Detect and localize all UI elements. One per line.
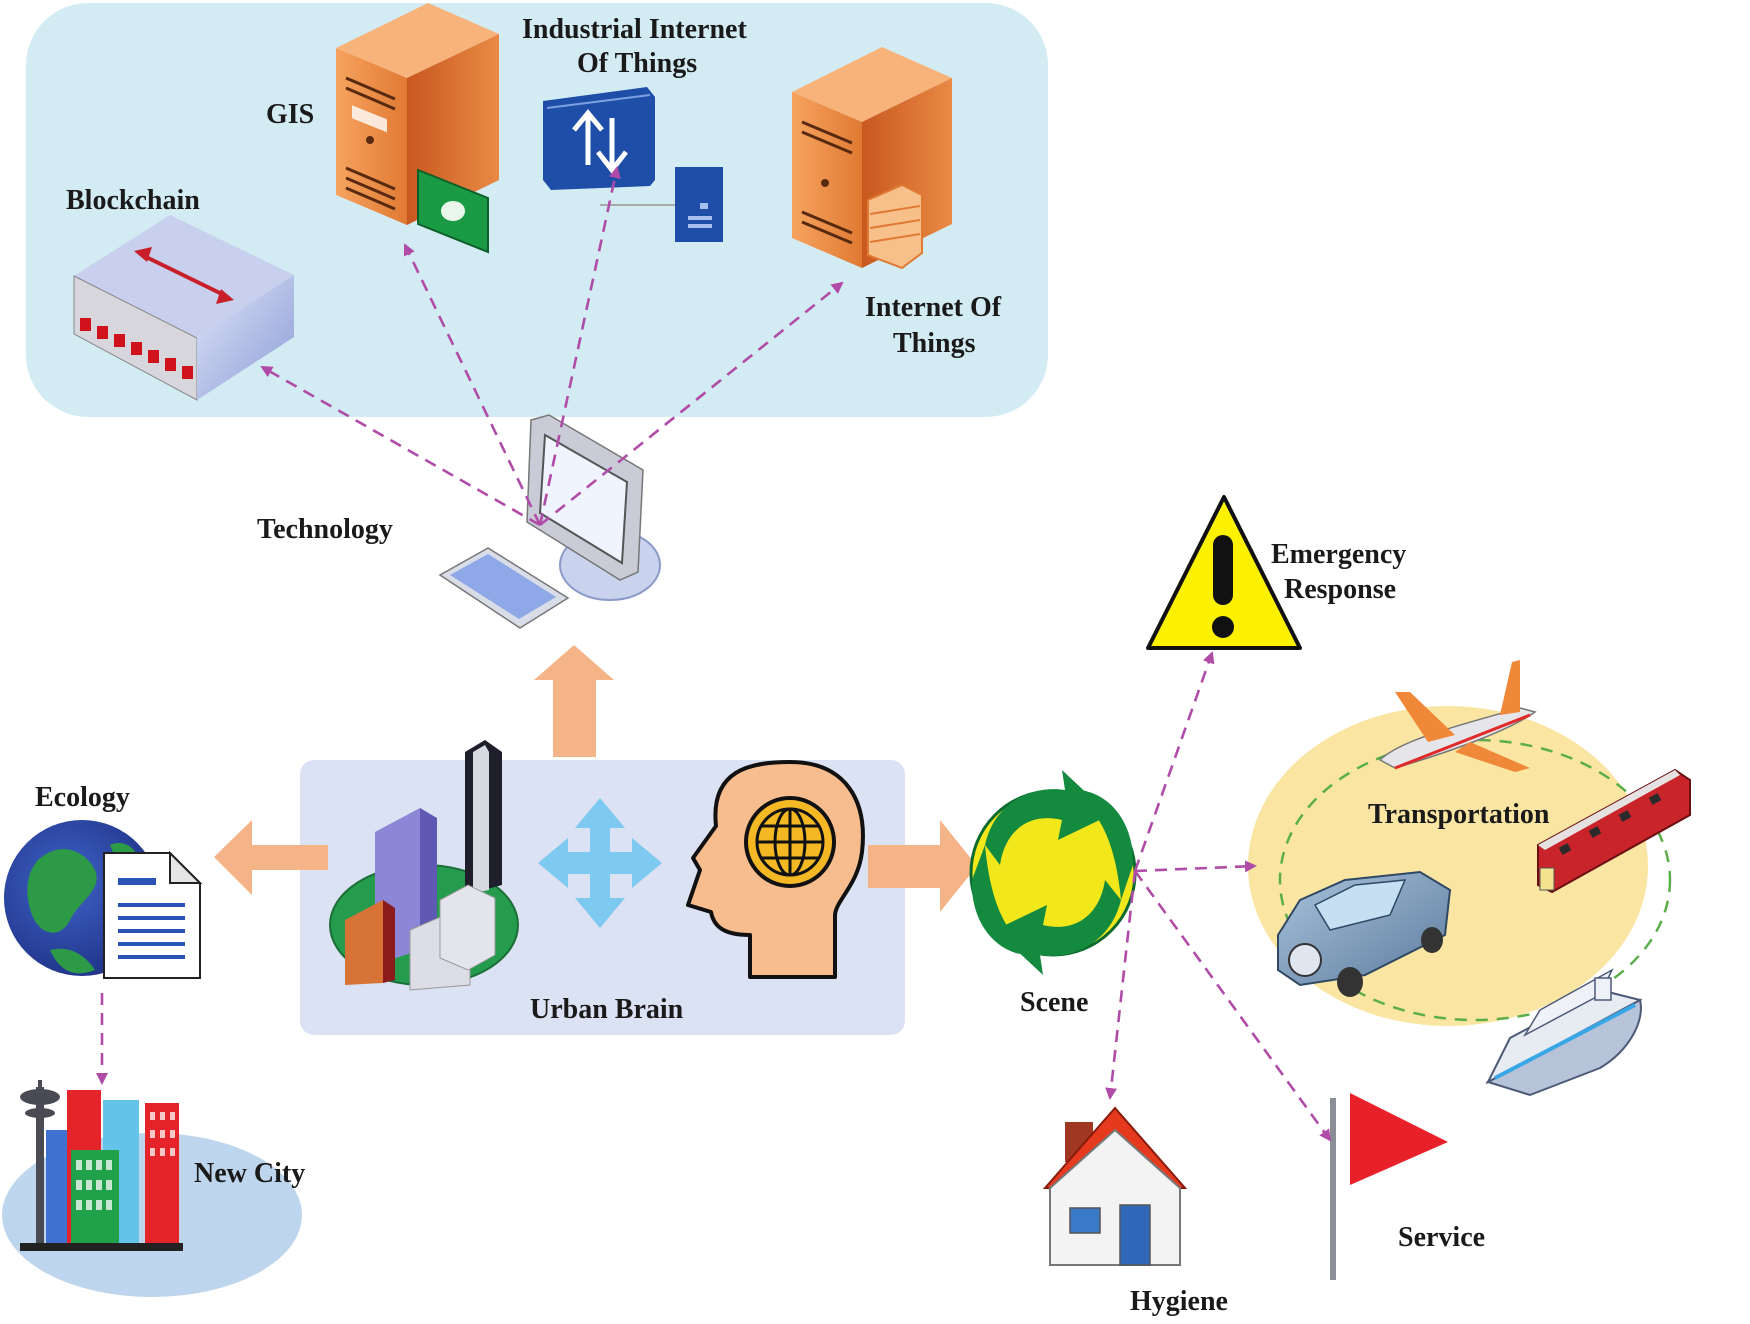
head-globe-icon xyxy=(686,760,865,979)
chain-device-icon xyxy=(73,215,294,401)
label-urban-brain: Urban Brain xyxy=(530,994,684,1025)
tower-icon xyxy=(20,1080,60,1247)
label-blockchain: Blockchain xyxy=(66,185,200,216)
label-iiot-line2: Of Things xyxy=(577,48,697,79)
ship-icon xyxy=(1485,968,1643,1097)
house-icon xyxy=(1042,1106,1188,1266)
block-arrows xyxy=(214,645,977,912)
left-block-arrow xyxy=(214,820,328,895)
label-service: Service xyxy=(1398,1222,1485,1253)
label-transportation: Transportation xyxy=(1368,799,1550,830)
airplane-icon xyxy=(1378,660,1537,772)
label-iot-line1: Internet Of xyxy=(865,292,1002,323)
city-buildings-icon xyxy=(2,1080,302,1297)
label-iiot-line1: Industrial Internet xyxy=(522,14,747,45)
firewall-server-icon xyxy=(792,47,952,270)
label-emergency-line1: Emergency xyxy=(1271,539,1406,570)
keyboard-icon xyxy=(438,547,570,629)
transport-loop xyxy=(1278,738,1672,1022)
label-hygiene: Hygiene xyxy=(1130,1286,1228,1317)
up-block-arrow xyxy=(534,645,614,757)
label-emergency-line2: Response xyxy=(1284,574,1396,605)
computer-icon xyxy=(438,414,661,629)
move-arrows-icon xyxy=(538,798,662,928)
globe-document-icon xyxy=(4,820,203,979)
label-iot-line2: Things xyxy=(893,328,976,359)
label-technology: Technology xyxy=(257,514,393,545)
dashed-arrows xyxy=(96,166,1332,1142)
label-ecology: Ecology xyxy=(35,782,130,813)
label-gis: GIS xyxy=(266,99,314,130)
network-switch-icon xyxy=(543,87,723,242)
train-icon xyxy=(1537,768,1691,894)
right-block-arrow xyxy=(868,820,977,912)
money-icon xyxy=(417,168,489,254)
label-new-city: New City xyxy=(194,1158,305,1189)
server-icon xyxy=(336,3,499,254)
flag-icon xyxy=(1330,1093,1448,1280)
firewall-icon xyxy=(867,183,923,270)
warning-icon xyxy=(1146,495,1302,650)
recycle-icon xyxy=(969,770,1137,975)
car-icon xyxy=(1277,870,1452,997)
city-skyline-icon xyxy=(329,740,519,991)
label-scene: Scene xyxy=(1020,987,1088,1018)
labels: Blockchain GIS Industrial Internet Of Th… xyxy=(35,14,1550,1317)
